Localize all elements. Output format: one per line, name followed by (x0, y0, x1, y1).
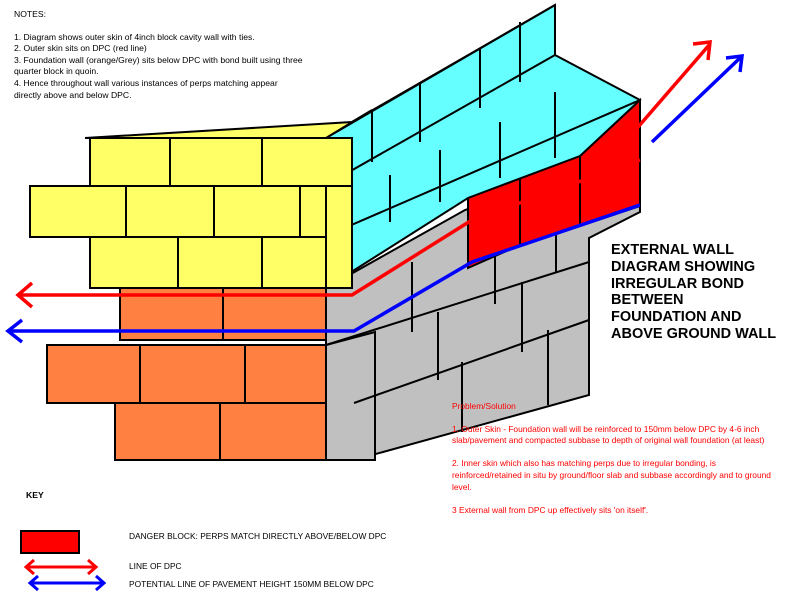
notes-item: 3. Foundation wall (orange/Grey) sits be… (14, 54, 303, 77)
yellow-block (29, 185, 127, 238)
cyan-course-line (325, 99, 641, 237)
key-label-danger-block: DANGER BLOCK: PERPS MATCH DIRECTLY ABOVE… (129, 531, 387, 541)
grey-course-line (353, 319, 590, 404)
problem-item: 2. Inner skin which also has matching pe… (452, 458, 771, 492)
key-dpc-arrow-right (87, 558, 99, 576)
dpc-line-tail (630, 42, 712, 136)
pavement-line-path (10, 203, 641, 333)
foundation-block (114, 402, 221, 461)
problem-heading: Problem/Solution (452, 401, 516, 411)
outer-skin-yellow (29, 109, 373, 289)
pavement-line (5, 53, 745, 344)
yellow-block (169, 137, 263, 187)
yellow-quoin-block (325, 185, 353, 289)
cyan-course-line (325, 54, 556, 186)
key-label-dpc: LINE OF DPC (129, 561, 182, 571)
notes-heading: NOTES: (14, 9, 46, 19)
key-title: KEY (26, 490, 44, 500)
foundation-block (139, 344, 246, 404)
yellow-block (299, 185, 327, 238)
notes-item: 4. Hence throughout wall various instanc… (14, 77, 278, 100)
title-line: FOUNDATION AND (611, 309, 742, 326)
yellow-block (261, 137, 353, 187)
pavement-arrow-left (5, 318, 24, 344)
title-line: IRREGULAR BOND (611, 275, 744, 292)
problem-item: 1. Outer Skin - Foundation wall will be … (452, 423, 765, 446)
yellow-block (89, 236, 179, 289)
dpc-arrow-left (15, 281, 34, 309)
outer-skin-cyan (325, 3, 642, 290)
foundation-grey-quoin (325, 330, 376, 461)
key-label-pavement: POTENTIAL LINE OF PAVEMENT HEIGHT 150MM … (129, 579, 374, 589)
grey-course-line (325, 261, 590, 346)
title-line: DIAGRAM SHOWING (611, 258, 756, 275)
key-pavement-arrow-right (95, 574, 107, 592)
foundation-block (46, 344, 141, 404)
danger-blocks (467, 97, 641, 270)
dpc-line (15, 40, 712, 309)
foundation-wall-orange (46, 287, 327, 461)
key-dpc-arrow-left (23, 558, 35, 576)
dpc-line-path (20, 158, 641, 297)
notes-item: 2. Outer skin sits on DPC (red line) (14, 43, 147, 54)
yellow-block (89, 137, 171, 187)
problem-item: 3 External wall from DPC up effectively … (452, 504, 649, 515)
title-line: EXTERNAL WALL (611, 242, 734, 258)
diagram-title: EXTERNAL WALL DIAGRAM SHOWING IRREGULAR … (611, 242, 796, 343)
key-graphics (20, 530, 107, 592)
pavement-arrow-right (725, 53, 745, 73)
title-line: BETWEEN (611, 292, 684, 309)
cyan-course-line (351, 4, 556, 123)
pavement-line-tail (650, 56, 742, 144)
foundation-block (219, 402, 327, 461)
yellow-wall-top (84, 109, 373, 139)
dpc-arrow-right (692, 40, 712, 61)
notes-item: 1. Diagram shows outer skin of 4inch blo… (14, 31, 255, 42)
problem-solution-panel: Problem/Solution 1. Outer Skin - Foundat… (452, 401, 787, 528)
yellow-block (125, 185, 215, 238)
notes-panel: NOTES: 1. Diagram shows outer skin of 4i… (14, 9, 304, 101)
yellow-block (213, 185, 301, 238)
key-pavement-arrow-left (27, 574, 39, 592)
key-danger-swatch (20, 530, 80, 554)
yellow-block (177, 236, 263, 289)
title-line: ABOVE GROUND WALL (611, 325, 777, 342)
foundation-block (244, 344, 327, 404)
